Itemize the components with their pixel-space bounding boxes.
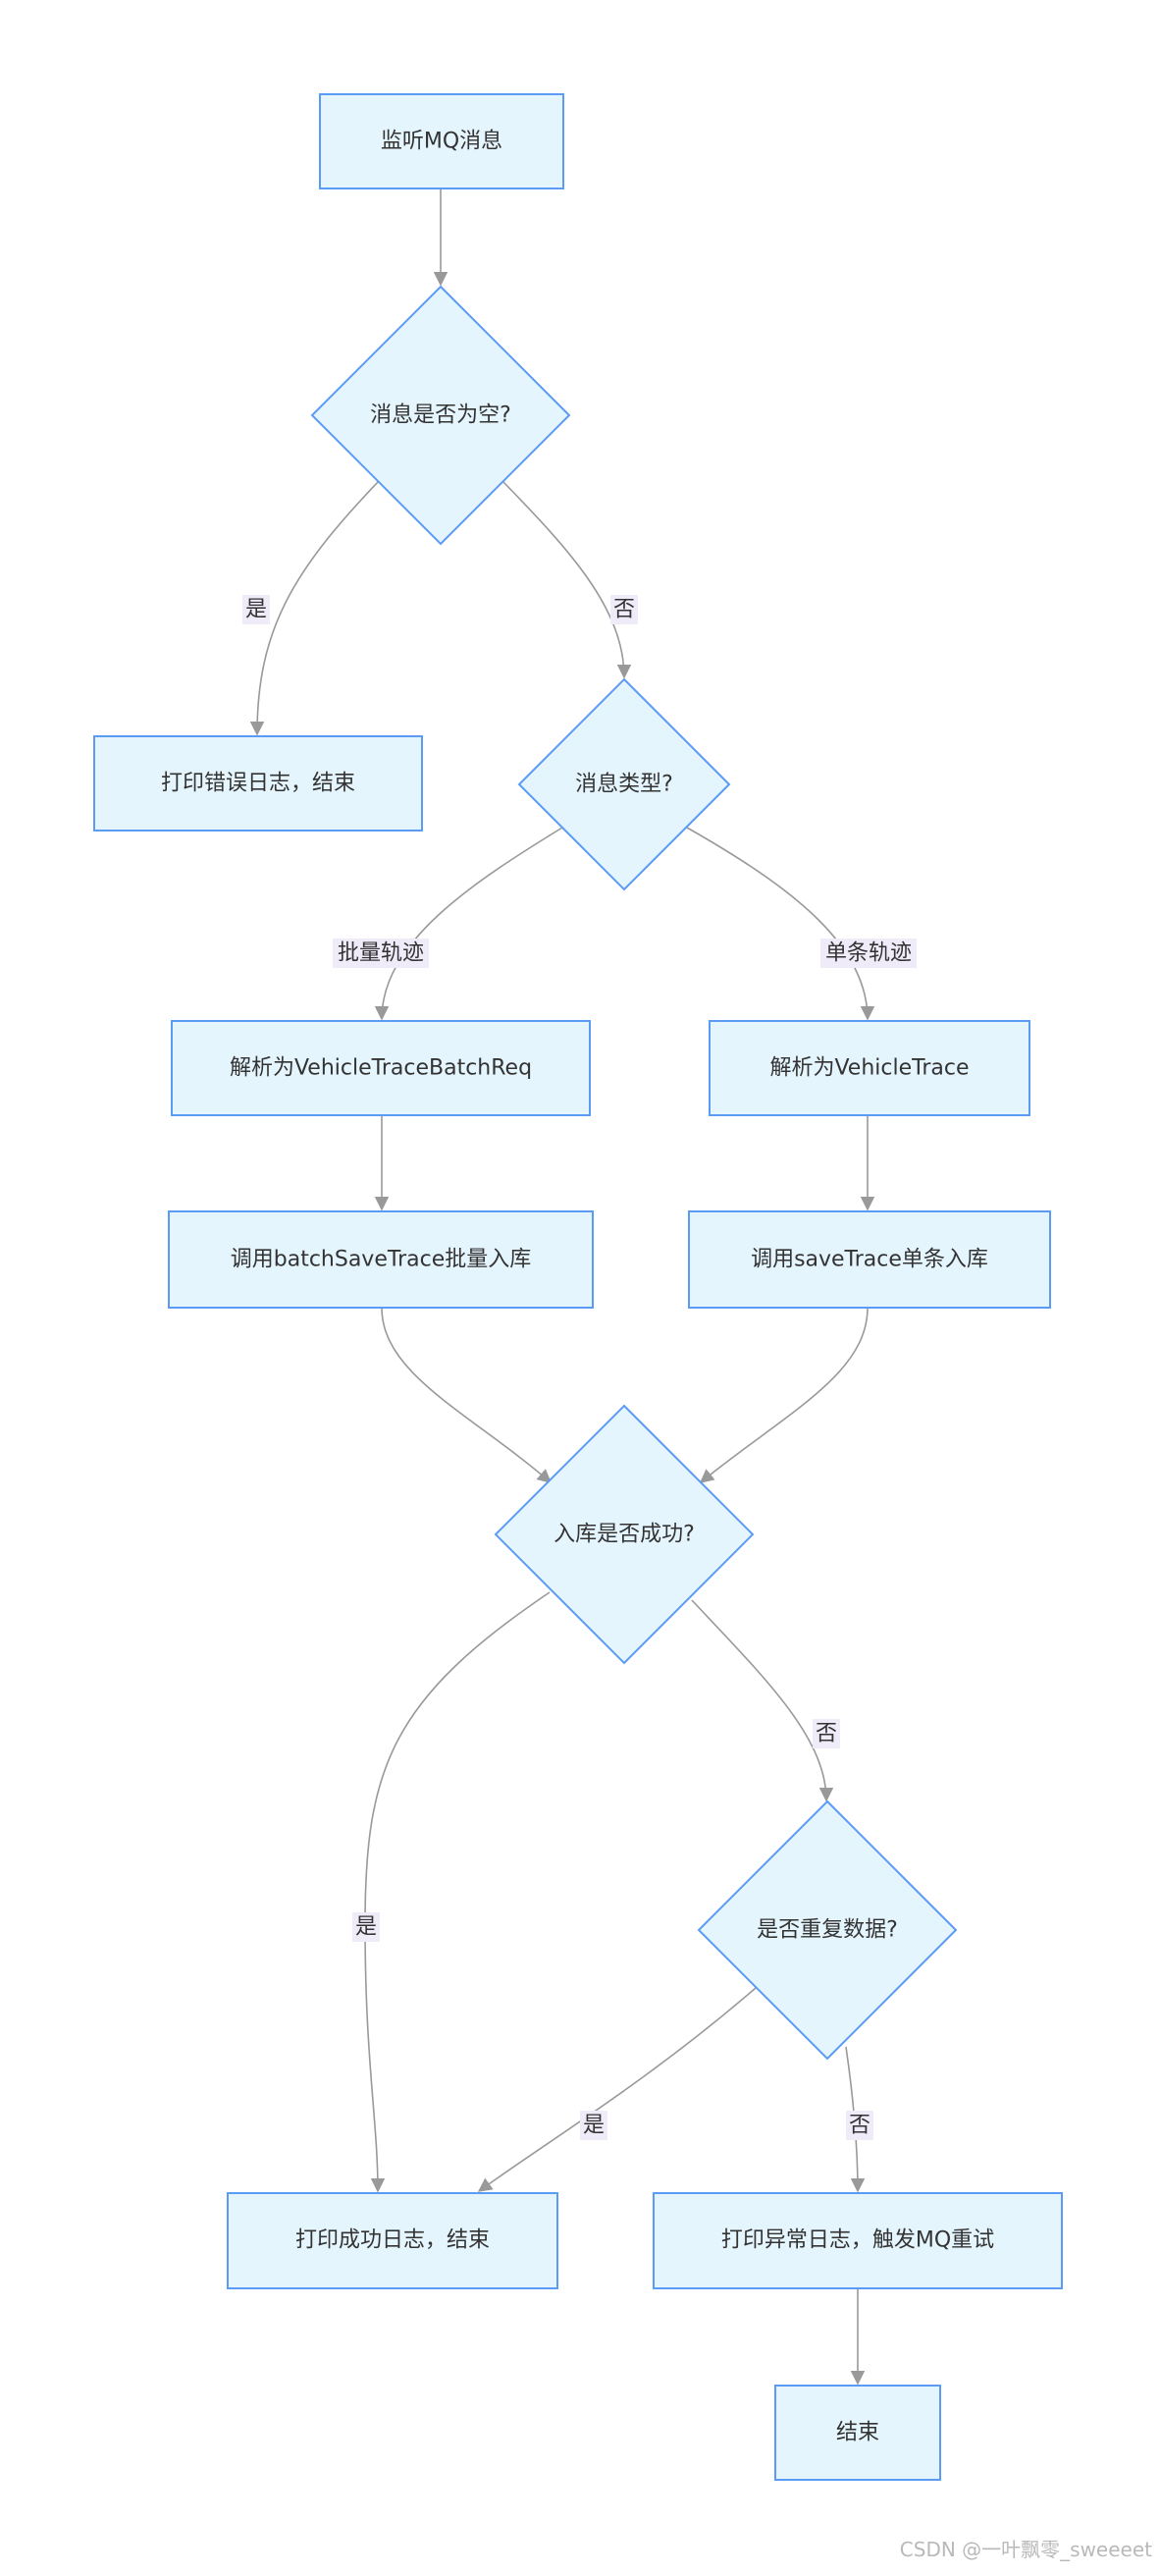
- node-label: 打印异常日志，触发MQ重试: [721, 2228, 994, 2253]
- node-label: 是否重复数据?: [757, 1918, 898, 1943]
- node-single-save: 调用saveTrace单条入库: [688, 1210, 1051, 1309]
- node-batch-save: 调用batchSaveTrace批量入库: [168, 1210, 594, 1309]
- edge-label-text: 是: [355, 1915, 377, 1940]
- node-is-duplicate-decision: 是否重复数据?: [697, 1799, 958, 2061]
- edge-label-dup-no: 否: [846, 2111, 873, 2140]
- node-is-empty-decision: 消息是否为空?: [310, 285, 571, 546]
- node-label: 入库是否成功?: [554, 1523, 695, 1547]
- node-print-exception: 打印异常日志，触发MQ重试: [653, 2192, 1063, 2289]
- edge-label-save-yes: 是: [352, 1912, 380, 1942]
- edge-save-no: [691, 1599, 834, 1802]
- node-save-ok-decision: 入库是否成功?: [494, 1404, 755, 1665]
- node-label: 解析为VehicleTraceBatchReq: [230, 1056, 532, 1081]
- node-listen-mq: 监听MQ消息: [319, 93, 564, 189]
- node-label: 调用batchSaveTrace批量入库: [231, 1248, 531, 1272]
- node-label: 监听MQ消息: [381, 130, 502, 154]
- edge-type-batch: [374, 827, 563, 1021]
- edge-label-empty-yes: 是: [242, 595, 270, 624]
- node-label: 调用saveTrace单条入库: [751, 1248, 988, 1272]
- edge-label-text: 单条轨迹: [825, 941, 912, 966]
- node-label: 打印错误日志，结束: [161, 772, 355, 796]
- node-parse-single: 解析为VehicleTrace: [709, 1020, 1030, 1116]
- edge-dup-yes: [477, 1987, 757, 2192]
- node-print-success: 打印成功日志，结束: [227, 2192, 558, 2289]
- edge-label-text: 是: [583, 2114, 605, 2138]
- edge-label-type-single: 单条轨迹: [820, 939, 917, 968]
- node-parse-batch: 解析为VehicleTraceBatchReq: [171, 1020, 591, 1116]
- edge-label-text: 否: [849, 2114, 870, 2138]
- node-end: 结束: [774, 2385, 941, 2481]
- edge-single-save-to-ok: [699, 1307, 869, 1483]
- edge-label-save-no: 否: [813, 1719, 840, 1748]
- edge-label-empty-no: 否: [610, 595, 638, 624]
- edge-label-type-batch: 批量轨迹: [333, 939, 429, 968]
- edge-label-text: 否: [613, 598, 635, 622]
- edge-empty-no: [501, 480, 632, 679]
- edge-batch-save-to-ok: [381, 1307, 553, 1483]
- node-print-error: 打印错误日志，结束: [93, 735, 423, 832]
- node-msg-type-decision: 消息类型?: [517, 677, 731, 891]
- edge-label-text: 是: [245, 598, 267, 622]
- node-label: 打印成功日志，结束: [295, 2228, 490, 2253]
- node-label: 结束: [836, 2421, 879, 2445]
- watermark-text: CSDN @一叶飘零_sweeeet: [900, 2538, 1152, 2561]
- edge-label-dup-yes: 是: [580, 2111, 607, 2140]
- node-label: 解析为VehicleTrace: [769, 1056, 969, 1081]
- edge-save-yes: [364, 1591, 551, 2193]
- edge-empty-yes: [249, 480, 380, 736]
- edge-label-text: 否: [816, 1722, 837, 1746]
- edge-label-text: 批量轨迹: [338, 941, 424, 966]
- edge-type-single: [686, 827, 875, 1021]
- node-label: 消息类型?: [575, 773, 673, 797]
- node-label: 消息是否为空?: [370, 403, 511, 428]
